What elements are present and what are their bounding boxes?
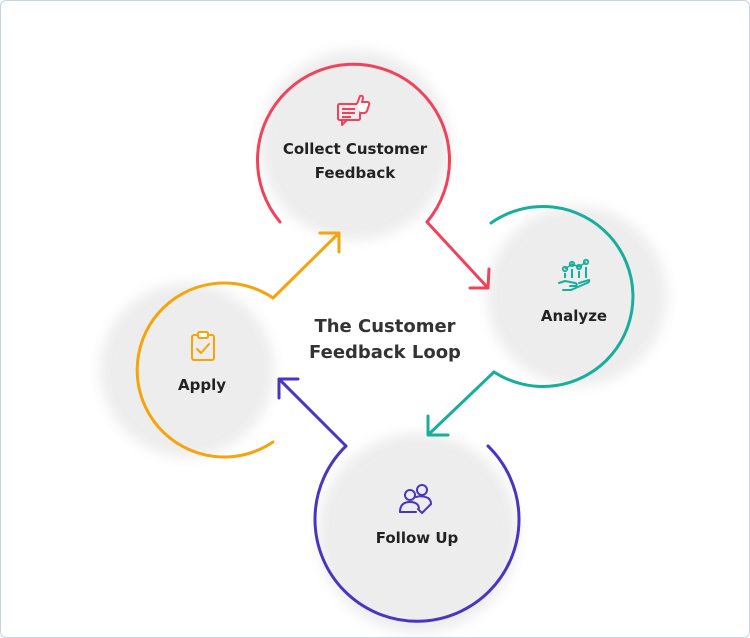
title-line1: The Customer — [314, 316, 456, 337]
step-label-follow-up: Follow Up — [357, 526, 477, 550]
analyze-circle-arc — [489, 204, 635, 388]
title-line2: Feedback Loop — [309, 342, 461, 363]
apply-circle-arc — [135, 281, 275, 459]
step-label-collect: Collect Customer Feedback — [260, 137, 450, 185]
apply-label: Apply — [177, 376, 226, 394]
collect-circle-arc — [256, 62, 451, 224]
analyze-to-followup-arrow — [426, 370, 496, 437]
apply-to-collect-arrow — [271, 231, 341, 300]
collect-to-analyze-arrow — [425, 220, 491, 290]
analyze-label: Analyze — [540, 307, 608, 325]
diagram-title: The Customer Feedback Loop — [270, 314, 500, 366]
hand-analytics-icon — [558, 259, 591, 291]
followup-circle-arc — [313, 444, 521, 623]
followup-to-apply-arrow — [277, 377, 348, 448]
clipboard-check-icon — [191, 331, 215, 361]
step-analyze — [426, 204, 635, 437]
feedback-thumbs-up-icon — [337, 94, 371, 126]
step-apply — [135, 231, 341, 459]
step-label-apply: Apply — [152, 373, 252, 397]
users-check-icon — [399, 484, 432, 514]
step-collect — [256, 62, 491, 290]
collect-label-line1: Collect Customer — [282, 140, 428, 158]
collect-label-line2: Feedback — [314, 164, 396, 182]
circle-shadows — [100, 50, 667, 633]
step-label-analyze: Analyze — [514, 304, 634, 328]
follow-up-label: Follow Up — [375, 529, 459, 547]
step-follow-up — [277, 377, 521, 623]
